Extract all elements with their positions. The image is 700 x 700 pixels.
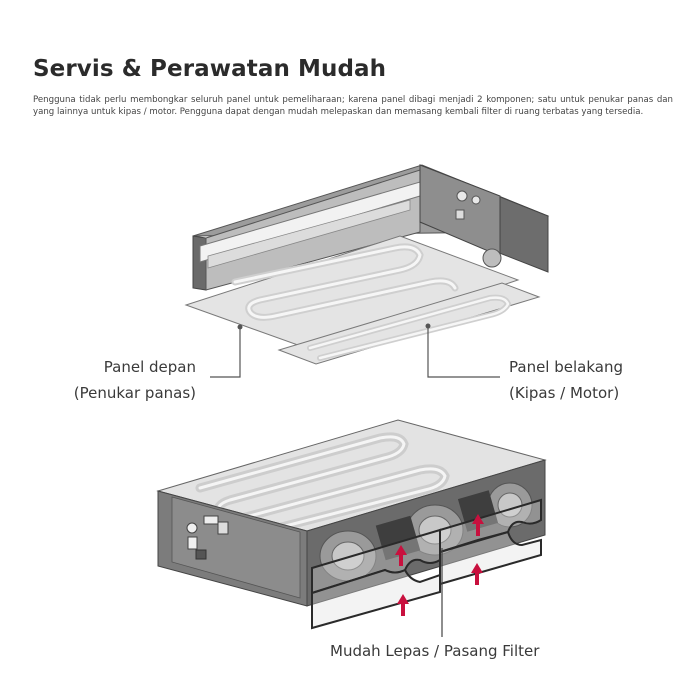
filter-arrows [395, 514, 484, 616]
leader-dot-front [237, 324, 243, 330]
front-panel-sublabel: (Penukar panas) [73, 384, 196, 402]
filter-label: Mudah Lepas / Pasang Filter [330, 642, 540, 660]
rear-panel-top [184, 235, 520, 350]
arrow-up-icon [471, 563, 483, 585]
arrow-up-icon [397, 594, 409, 616]
page-title: Servis & Perawatan Mudah [33, 56, 387, 82]
arrow-up-icon [472, 514, 484, 536]
arrow-up-icon [395, 545, 407, 566]
bottom-unit-body [156, 419, 547, 607]
leader-dot-rear [425, 323, 431, 329]
rear-panel-sublabel: (Kipas / Motor) [509, 384, 620, 402]
front-panel-top [277, 282, 541, 365]
front-panel-label: Panel depan [103, 358, 196, 376]
leader-lines-top [210, 326, 500, 378]
top-unit-body [192, 164, 550, 291]
page-description: Pengguna tidak perlu membongkar seluruh … [33, 95, 673, 117]
rear-panel-label: Panel belakang [509, 358, 623, 376]
filter-frames [311, 498, 542, 630]
